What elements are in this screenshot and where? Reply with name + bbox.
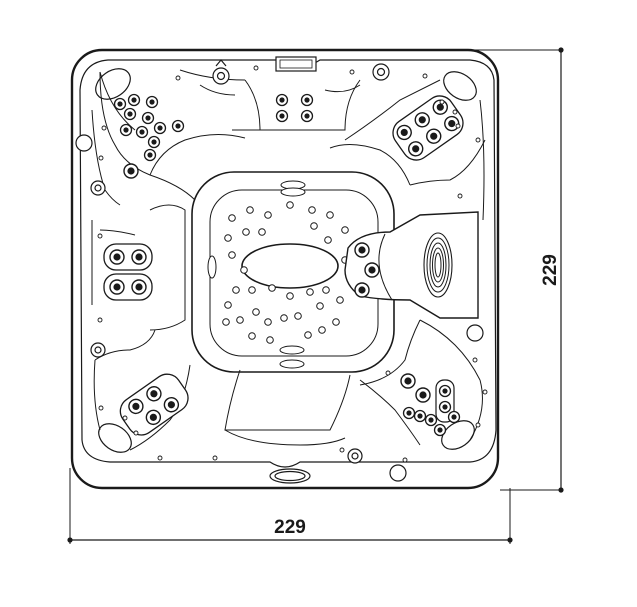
front-step-recess: [269, 468, 311, 484]
seat-contours: [91, 69, 486, 451]
bottom-left-seat-jets: [98, 373, 218, 461]
bottom-right-seat-jets: [339, 357, 488, 463]
width-dimension-label: 229: [274, 517, 306, 538]
diverter-valves: [90, 59, 390, 464]
depth-dimension-label: 229: [540, 254, 561, 286]
top-seat-jets: [175, 56, 428, 123]
dimension-endpoints: [67, 47, 564, 543]
left-seat-jets: [97, 233, 153, 323]
top-right-seat-jets: [392, 95, 481, 199]
corner-recesses: [75, 68, 484, 482]
lounge-seat: [344, 211, 479, 319]
